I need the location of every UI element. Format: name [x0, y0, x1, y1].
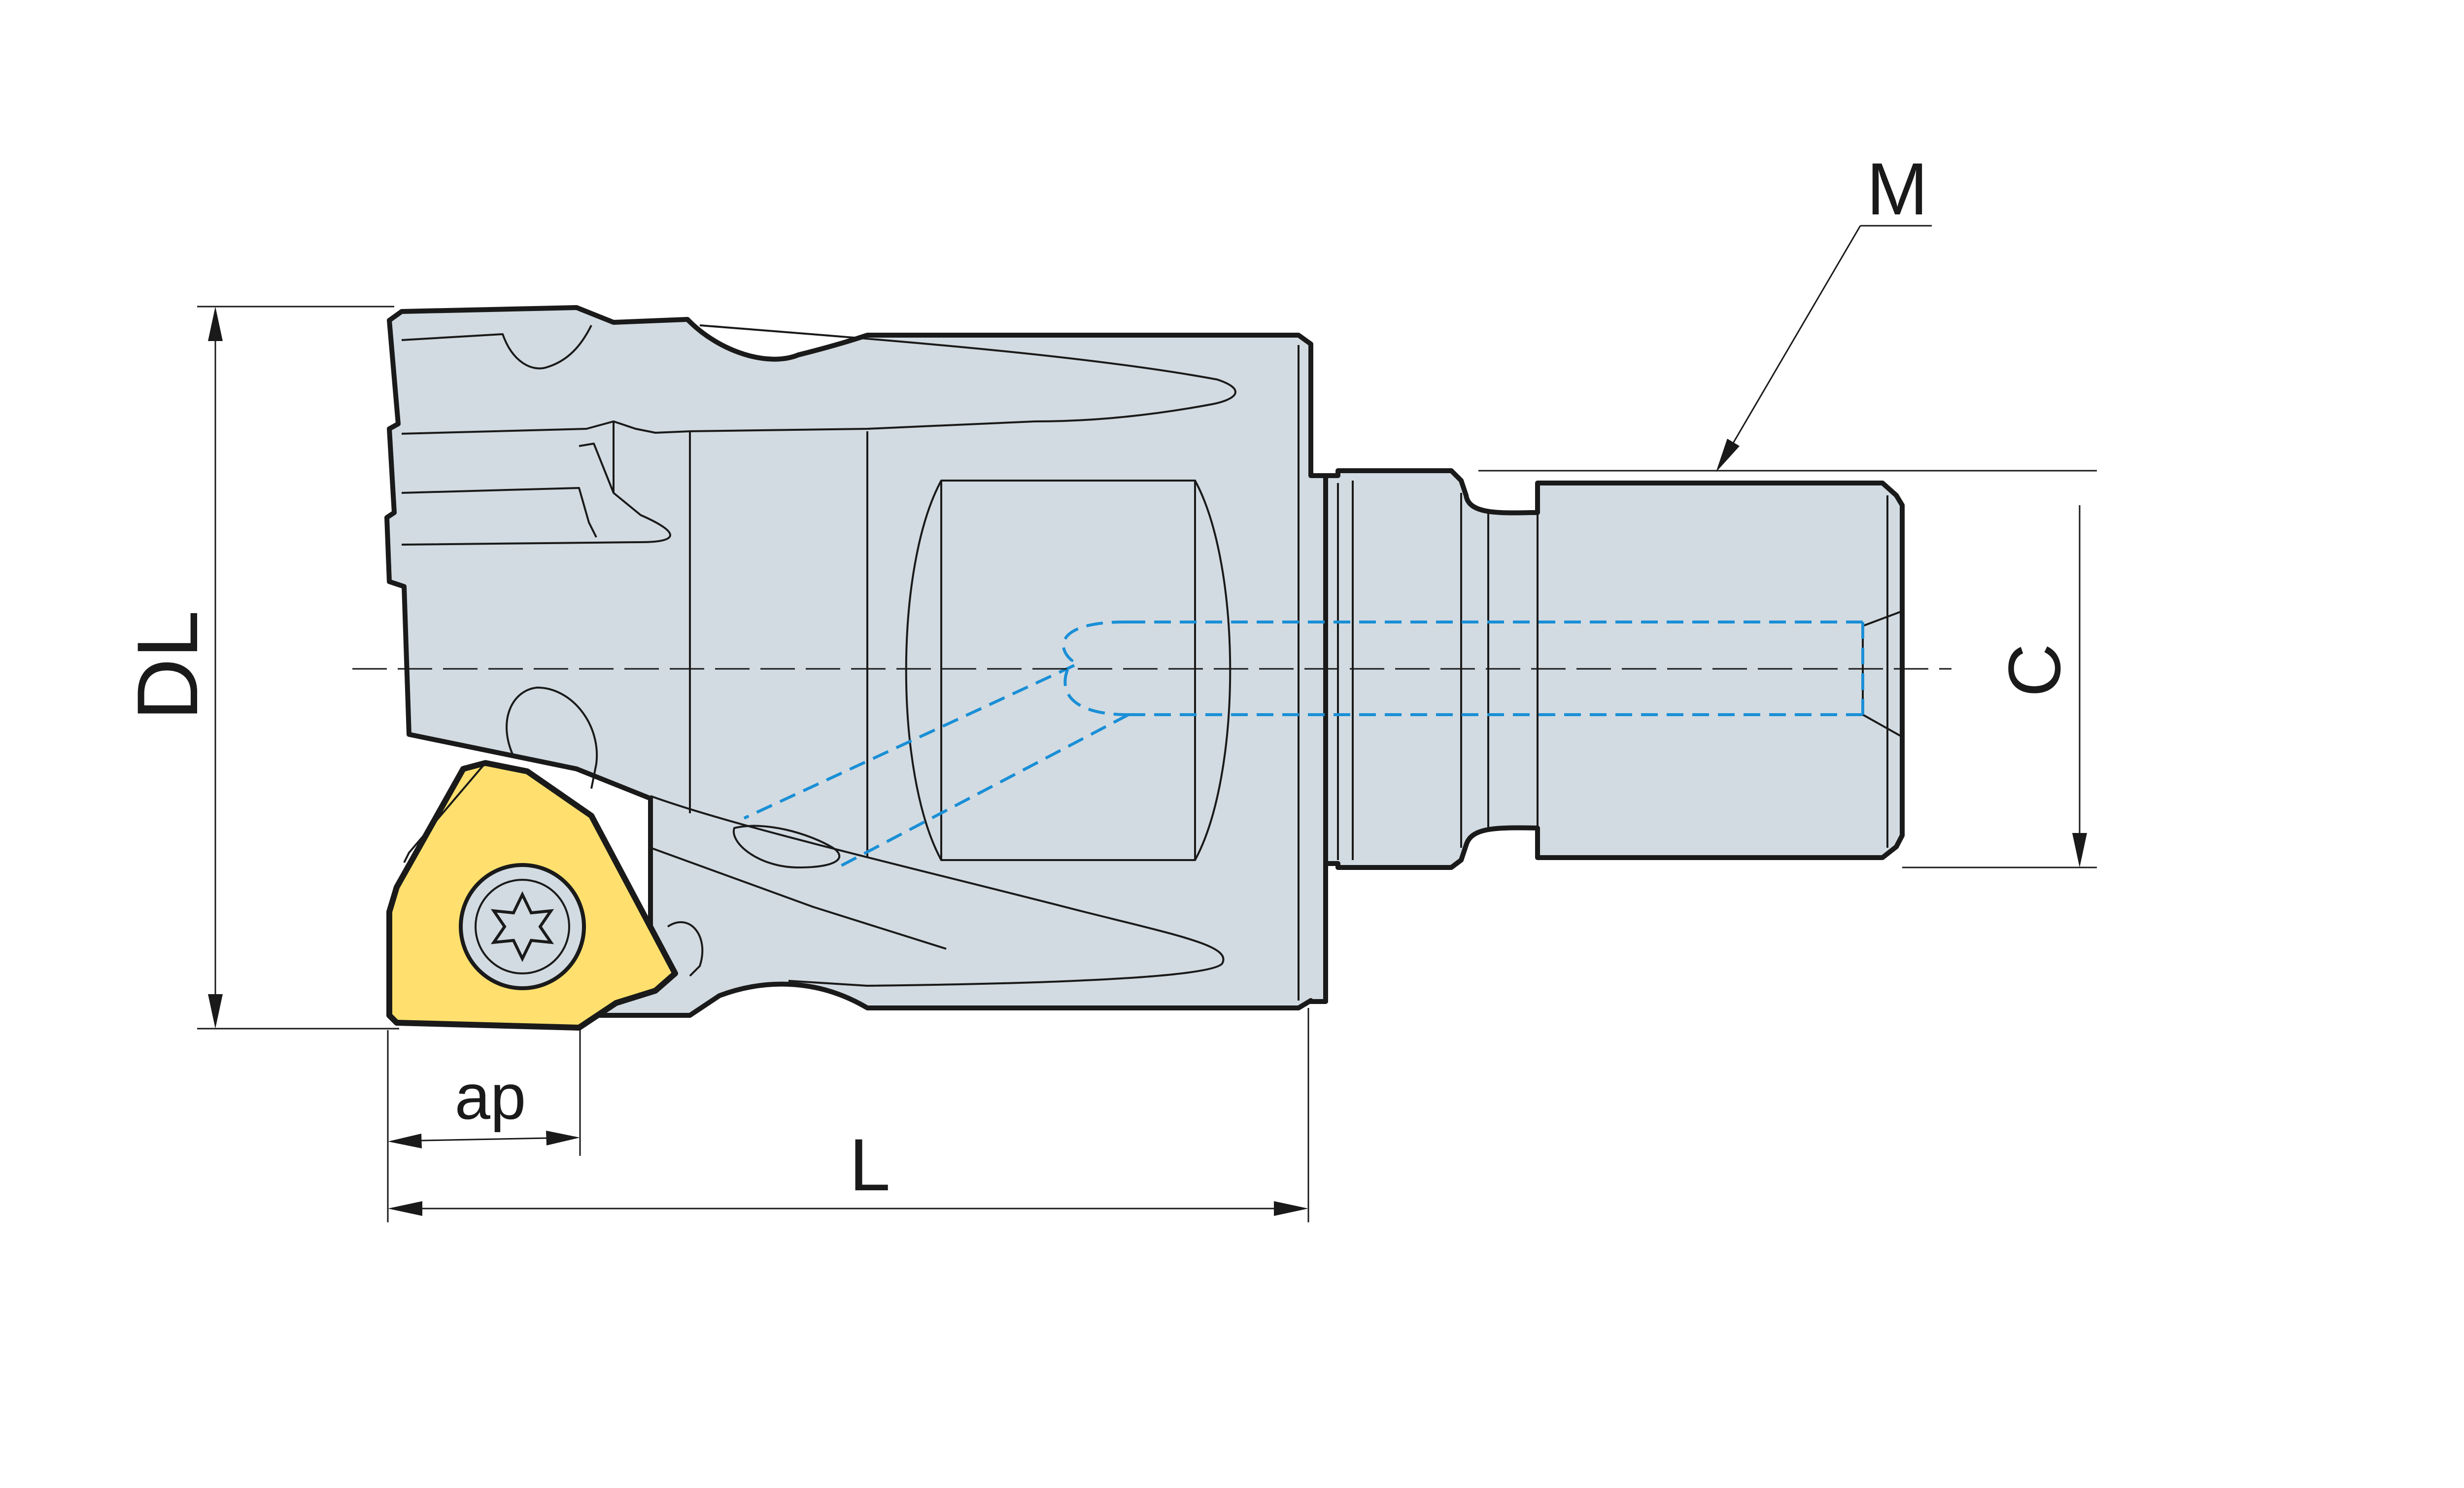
- pocket-screw-seat: [667, 921, 704, 977]
- l-arrow-right: [1274, 1201, 1308, 1216]
- cutter-shank: [1323, 468, 1905, 870]
- chip-flute-upper: [401, 325, 592, 370]
- dimension-ap: ap: [388, 1030, 581, 1156]
- wrench-flat-edge: [1194, 480, 1232, 861]
- m-leader-arrow: [1716, 439, 1740, 472]
- insert-edge: [403, 762, 486, 863]
- ap-label: ap: [455, 1061, 526, 1133]
- dimension-dl: DL: [120, 306, 399, 1030]
- wrench-flat: [940, 480, 1196, 861]
- c-arrow-bottom: [2072, 833, 2087, 867]
- dimension-c: C: [1478, 470, 2097, 868]
- coolant-branch-upper: [743, 664, 1075, 820]
- cutter-head: [384, 305, 1328, 1018]
- screw-head-ring: [475, 879, 570, 974]
- m-leader-line: [1719, 225, 1861, 466]
- flute-sweep-lower: [650, 795, 1225, 987]
- ap-arrow-left: [388, 1134, 422, 1148]
- cutting-insert: [386, 760, 678, 1031]
- clamp-wedge-line: [401, 487, 597, 538]
- coolant-channel: [743, 620, 1864, 869]
- flute-lower-line: [650, 847, 947, 950]
- c-label: C: [1993, 644, 2076, 697]
- ap-arrow-right: [546, 1131, 580, 1145]
- ap-dimension-line: [396, 1137, 572, 1142]
- clamp-wedge-line: [579, 443, 615, 493]
- l-label: L: [849, 1123, 890, 1206]
- l-arrow-left: [388, 1201, 422, 1216]
- coolant-branch-lower: [837, 713, 1129, 869]
- dl-label: DL: [120, 610, 216, 721]
- dl-arrow-top: [208, 307, 223, 341]
- dimension-l: L: [387, 1008, 1309, 1222]
- leader-m: M: [1716, 147, 1932, 472]
- coolant-junction: [1061, 620, 1129, 716]
- cutter-body: [384, 305, 1905, 1018]
- coolant-outlet: [732, 825, 841, 868]
- wrench-flat-edge: [905, 480, 942, 861]
- m-label: M: [1867, 147, 1928, 230]
- insert-pocket-relief: [506, 687, 598, 789]
- torx-star-icon: [490, 891, 554, 962]
- flute-sweep-upper: [613, 324, 1236, 434]
- clamp-wedge: [401, 420, 671, 546]
- dl-arrow-bottom: [208, 994, 223, 1029]
- shank-center-hole: [1862, 610, 1903, 738]
